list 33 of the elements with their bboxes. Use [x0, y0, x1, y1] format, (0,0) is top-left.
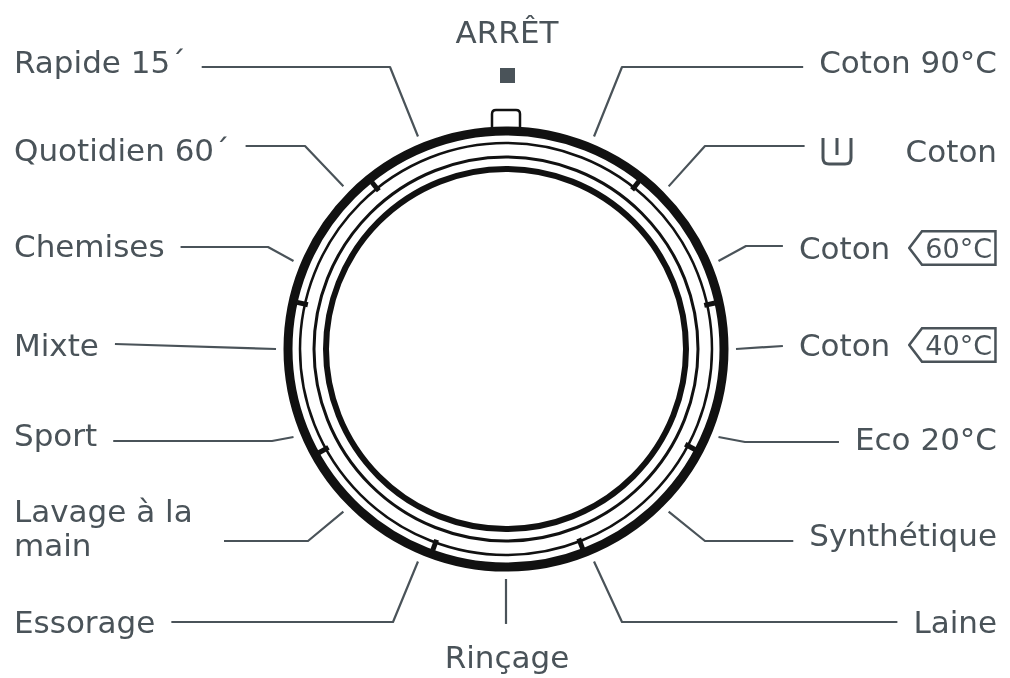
leader-line: [735, 344, 783, 351]
program-label: Coton: [798, 230, 891, 266]
leader-line: [224, 510, 345, 543]
leader-line: [180, 245, 295, 262]
leader-line: [245, 144, 345, 188]
leader-line: [171, 561, 419, 624]
leader-line: [717, 244, 783, 262]
leader-line: [667, 510, 794, 543]
leader-line: [667, 144, 805, 188]
program-label: Coton 90°C: [819, 44, 997, 80]
program-label: Laine: [913, 604, 997, 640]
leader-line: [593, 65, 804, 137]
program-label: Rapide 15´: [14, 44, 186, 80]
position-label: ARRÊT: [455, 14, 559, 50]
program-label: Essorage: [14, 604, 156, 640]
program-label: Mixte: [14, 327, 99, 363]
leader-line: [504, 579, 508, 624]
temperature-tag: 40°C: [908, 327, 997, 363]
program-label: Coton: [905, 133, 997, 169]
program-label: Eco 20°C: [854, 421, 997, 457]
program-label: Rinçage: [444, 639, 570, 675]
program-label: Coton: [798, 327, 891, 363]
leader-line: [114, 342, 277, 351]
program-label: Quotidien 60´: [14, 132, 230, 168]
program-label: Synthétique: [809, 517, 997, 553]
temperature-tag: 60°C: [908, 230, 997, 266]
leader-line: [113, 435, 294, 443]
program-label: Chemises: [14, 228, 165, 264]
leader-line: [718, 435, 839, 444]
leader-line: [593, 561, 898, 624]
leader-line: [201, 65, 419, 137]
program-label: Sport: [14, 417, 98, 453]
program-label: Lavage à la main: [14, 493, 219, 563]
